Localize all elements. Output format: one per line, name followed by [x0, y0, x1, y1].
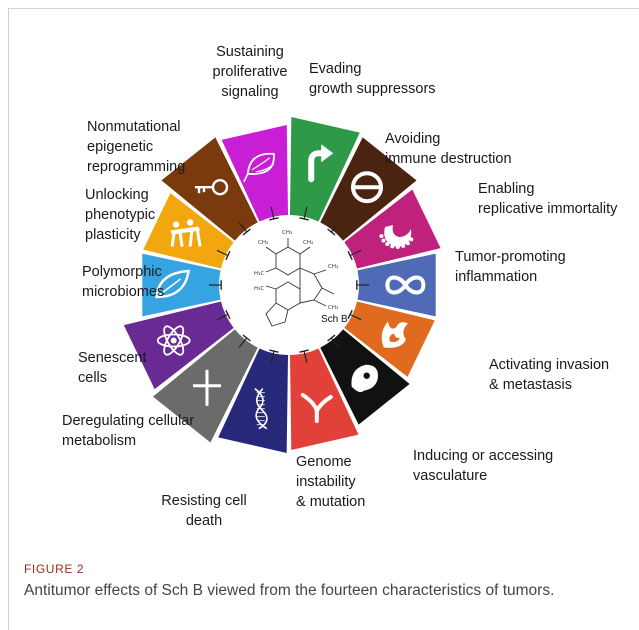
inhibition-mark	[347, 249, 362, 261]
hallmark-segment	[218, 348, 289, 453]
svg-text:CH₃: CH₃	[258, 240, 268, 246]
inhibition-mark	[216, 309, 231, 321]
atom-icon	[156, 325, 191, 356]
blood-vessel-icon	[300, 393, 333, 423]
cross-icon	[193, 369, 221, 406]
inhibition-mark	[238, 222, 251, 236]
flame-icon	[381, 321, 408, 348]
hallmark-label: Activating invasion& metastasis	[489, 357, 609, 393]
svg-text:CH₃: CH₃	[282, 230, 292, 236]
epigenetic-leaf-icon	[243, 152, 275, 183]
inhibition-mark	[347, 309, 362, 321]
svg-text:CH₃: CH₃	[328, 264, 338, 270]
figure-label: FIGURE 2	[24, 562, 85, 576]
inhibition-mark	[356, 280, 369, 290]
center-disk	[223, 219, 355, 351]
inhibition-mark	[216, 249, 231, 261]
inhibition-mark	[299, 349, 309, 364]
inhibition-mark	[327, 334, 340, 348]
macrophage-icon	[379, 225, 414, 249]
figure-frame	[8, 8, 639, 630]
inhibition-mark	[209, 280, 222, 290]
inhibition-mark	[269, 206, 279, 221]
infinity-icon	[385, 275, 426, 295]
inhibition-mark	[269, 349, 279, 364]
arrow-icon	[308, 144, 334, 183]
hallmarks-wheel: CH₃ CH₃ CH₃ H₃C H₃C CH₃ CH₃ Sch B Sustai…	[62, 44, 618, 529]
inhibition-mark	[299, 206, 309, 221]
invading-cell-icon	[351, 364, 378, 393]
key-icon	[195, 178, 229, 196]
people-icon	[170, 219, 202, 247]
svg-text:CH₃: CH₃	[303, 240, 313, 246]
svg-text:H₃C: H₃C	[254, 286, 264, 292]
svg-text:H₃C: H₃C	[254, 271, 264, 277]
dna-icon	[254, 388, 268, 430]
sch-b-molecule	[265, 238, 335, 327]
no-entry-icon	[351, 171, 383, 204]
hallmark-segment	[142, 253, 221, 317]
hallmark-segment	[161, 137, 258, 241]
inhibition-mark	[238, 334, 251, 348]
leaf-icon	[155, 269, 191, 299]
hallmark-segment	[357, 253, 436, 317]
center-label: Sch B	[321, 314, 348, 325]
figure-caption: Antitumor effects of Sch B viewed from t…	[24, 582, 555, 599]
svg-text:CH₃: CH₃	[328, 305, 338, 311]
inhibition-mark	[327, 222, 340, 236]
hallmark-segment	[289, 117, 360, 222]
